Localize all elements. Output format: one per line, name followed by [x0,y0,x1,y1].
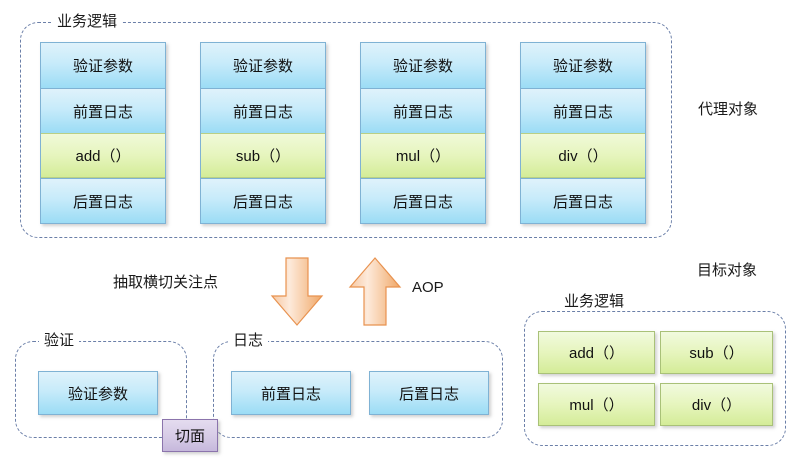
target-method-div[interactable]: div（） [660,383,773,426]
proxy-cell-method: mul（） [361,133,485,178]
aspect-badge[interactable]: 切面 [162,419,218,452]
up-arrow-icon [348,257,402,326]
log-aspect-group-label: 日志 [228,332,269,350]
proxy-cell: 前置日志 [41,88,165,133]
proxy-method-column[interactable]: 验证参数 前置日志 add（） 后置日志 [40,42,166,224]
proxy-cell: 验证参数 [41,43,165,88]
proxy-cell-method: sub（） [201,133,325,178]
target-method-mul[interactable]: mul（） [538,383,655,426]
proxy-cell-method: div（） [521,133,645,178]
proxy-cell: 前置日志 [361,88,485,133]
extract-crosscutting-label: 抽取横切关注点 [113,274,219,291]
proxy-object-group [20,22,672,238]
proxy-cell: 后置日志 [521,178,645,223]
proxy-method-column[interactable]: 验证参数 前置日志 mul（） 后置日志 [360,42,486,224]
down-arrow-icon [270,257,324,326]
proxy-object-group-label: 业务逻辑 [52,13,123,31]
proxy-cell: 后置日志 [201,178,325,223]
aspect-item-before-log[interactable]: 前置日志 [231,371,351,415]
target-method-sub[interactable]: sub（） [660,331,773,374]
target-object-group-label: 业务逻辑 [559,293,630,311]
validate-aspect-group-label: 验证 [39,332,80,350]
proxy-cell: 前置日志 [521,88,645,133]
proxy-cell-method: add（） [41,133,165,178]
aop-label: AOP [412,279,444,296]
target-object-group [524,311,786,446]
target-object-side-label: 目标对象 [697,262,758,279]
proxy-cell: 验证参数 [361,43,485,88]
proxy-cell: 后置日志 [41,178,165,223]
proxy-method-column[interactable]: 验证参数 前置日志 div（） 后置日志 [520,42,646,224]
proxy-object-side-label: 代理对象 [698,101,759,118]
proxy-cell: 后置日志 [361,178,485,223]
log-aspect-group [213,341,503,438]
proxy-cell: 前置日志 [201,88,325,133]
target-method-add[interactable]: add（） [538,331,655,374]
proxy-method-column[interactable]: 验证参数 前置日志 sub（） 后置日志 [200,42,326,224]
proxy-cell: 验证参数 [201,43,325,88]
proxy-cell: 验证参数 [521,43,645,88]
validate-aspect-group [15,341,187,438]
aspect-item-validate-params[interactable]: 验证参数 [38,371,158,415]
aspect-item-after-log[interactable]: 后置日志 [369,371,489,415]
